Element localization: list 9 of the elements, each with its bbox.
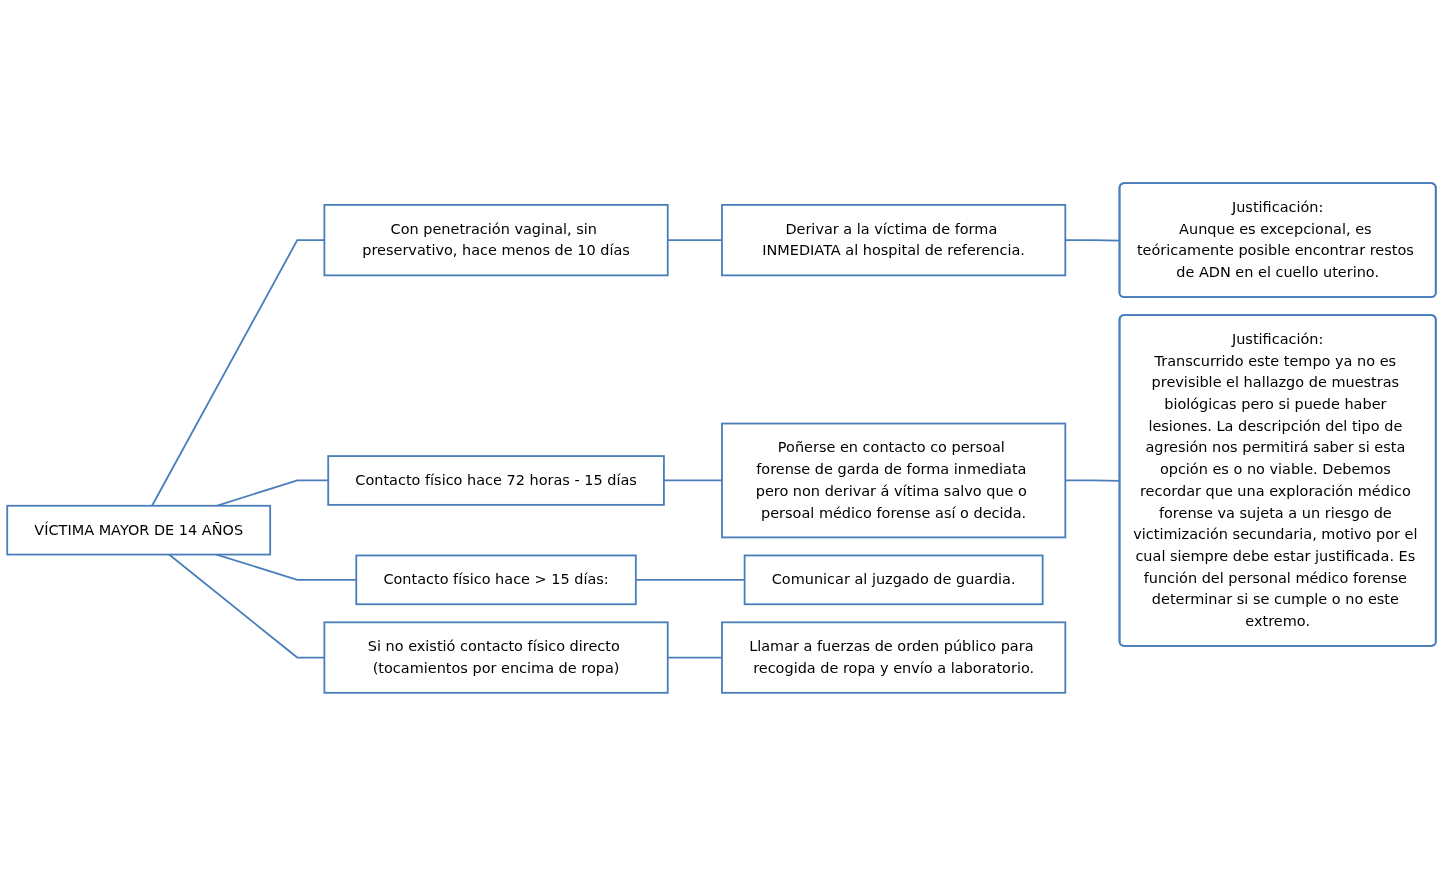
node-box: Comunicar al juzgado de guardia. xyxy=(743,554,1044,606)
node-box: VÍCTIMA MAYOR DE 14 AÑOS xyxy=(6,504,272,556)
node-box: Si no existió contacto físico directo (tocamientos por encima de ropa) xyxy=(323,621,669,694)
node-box: Poñerse en contacto co persoal forense de garda de forma inmediata pero non derivar á vítima salvo que o persoal médico forense así o decida. xyxy=(721,422,1067,539)
node-box: Con penetración vaginal, sin preservativo, hace menos de 10 días xyxy=(323,203,669,277)
node-box: Contacto físico hace > 15 días: xyxy=(355,554,637,606)
node-box: Derivar a la víctima de forma INMEDIATA al hospital de referencia. xyxy=(721,203,1067,277)
node-box: Llamar a fuerzas de orden público para recogida de ropa y envío a laboratorio. xyxy=(721,621,1067,694)
node-box: Contacto físico hace 72 horas - 15 días xyxy=(327,455,665,506)
